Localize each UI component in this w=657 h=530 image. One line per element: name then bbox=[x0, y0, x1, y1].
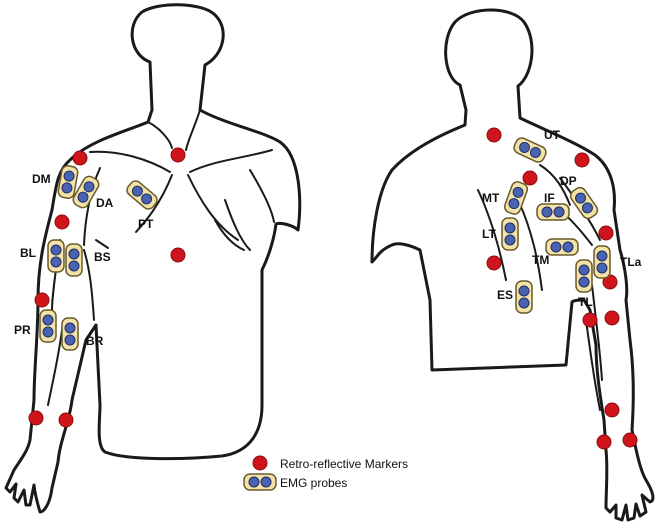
marker bbox=[599, 226, 613, 240]
label-dp: DP bbox=[560, 174, 577, 188]
label-bs: BS bbox=[94, 250, 111, 264]
marker bbox=[575, 153, 589, 167]
marker bbox=[605, 311, 619, 325]
legend-probe-label: EMG probes bbox=[280, 476, 347, 490]
emg-probe bbox=[537, 204, 569, 220]
legend: Retro-reflective Markers EMG probes bbox=[244, 456, 408, 490]
marker bbox=[73, 151, 87, 165]
label-es: ES bbox=[497, 288, 513, 302]
label-pt: PT bbox=[138, 217, 154, 231]
marker bbox=[171, 148, 185, 162]
label-bl: BL bbox=[20, 246, 36, 260]
marker bbox=[171, 248, 185, 262]
label-lt: LT bbox=[482, 227, 496, 241]
label-dm: DM bbox=[32, 172, 51, 186]
marker bbox=[523, 171, 537, 185]
legend-marker-icon bbox=[253, 456, 267, 470]
emg-probe bbox=[576, 260, 592, 292]
label-br: BR bbox=[86, 334, 104, 348]
label-tla: TLa bbox=[620, 255, 642, 269]
label-ut: UT bbox=[544, 128, 561, 142]
marker bbox=[623, 433, 637, 447]
emg-probe bbox=[66, 244, 82, 276]
emg-probe bbox=[546, 239, 578, 255]
label-if: IF bbox=[544, 191, 555, 205]
label-tl: TL bbox=[578, 295, 593, 309]
marker bbox=[487, 128, 501, 142]
marker bbox=[29, 411, 43, 425]
emg-probe bbox=[516, 281, 532, 313]
marker bbox=[583, 313, 597, 327]
label-da: DA bbox=[96, 196, 114, 210]
label-mt: MT bbox=[482, 191, 500, 205]
emg-probe bbox=[502, 218, 518, 250]
emg-probe bbox=[594, 246, 610, 278]
marker bbox=[59, 413, 73, 427]
label-pr: PR bbox=[14, 323, 31, 337]
legend-probe-icon bbox=[244, 474, 276, 490]
marker bbox=[35, 293, 49, 307]
emg-probe bbox=[48, 240, 64, 272]
emg-probe bbox=[40, 310, 56, 342]
marker bbox=[487, 256, 501, 270]
marker bbox=[55, 215, 69, 229]
marker bbox=[605, 403, 619, 417]
label-tm: TM bbox=[532, 253, 549, 267]
marker bbox=[597, 435, 611, 449]
legend-marker-label: Retro-reflective Markers bbox=[280, 457, 408, 471]
emg-probe bbox=[62, 318, 78, 350]
